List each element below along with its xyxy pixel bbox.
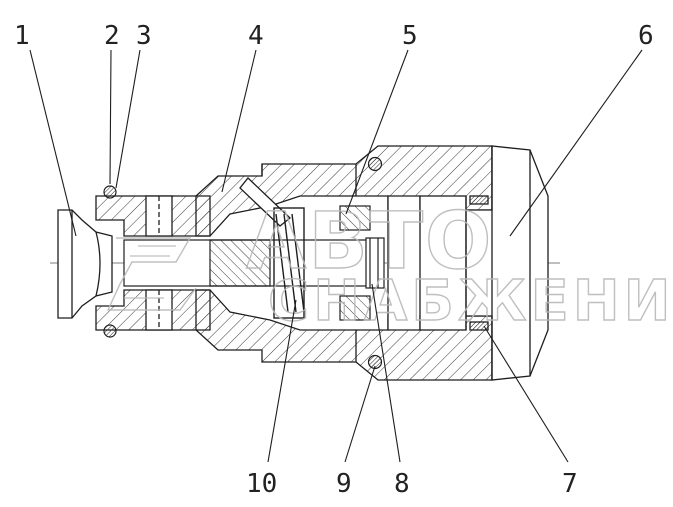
callout-3: 3 — [136, 21, 152, 51]
part-5-8-seat — [339, 205, 385, 321]
callout-7: 7 — [562, 469, 578, 499]
callout-5: 5 — [402, 21, 418, 51]
part-1-plunger-head — [57, 209, 113, 319]
callout-9: 9 — [336, 469, 352, 499]
watermark-logo: АВТО СНАБЖЕНИЕ — [106, 196, 673, 335]
o-rings-body — [367, 156, 383, 370]
callout-1: 1 — [14, 21, 30, 51]
leader-lines — [29, 49, 643, 463]
callout-6: 6 — [638, 21, 654, 51]
watermark-text-line1: АВТО — [246, 197, 493, 287]
o-ring-left-top — [103, 185, 117, 338]
spring-coils — [273, 207, 305, 319]
callout-4: 4 — [248, 21, 264, 51]
callout-10: 10 — [246, 469, 277, 499]
callout-8: 8 — [394, 469, 410, 499]
part-10-spool — [123, 239, 375, 287]
part-6-7-end-cap — [387, 145, 549, 381]
callout-2: 2 — [104, 21, 120, 51]
watermark-text-line2: СНАБЖЕНИЕ — [268, 269, 673, 334]
